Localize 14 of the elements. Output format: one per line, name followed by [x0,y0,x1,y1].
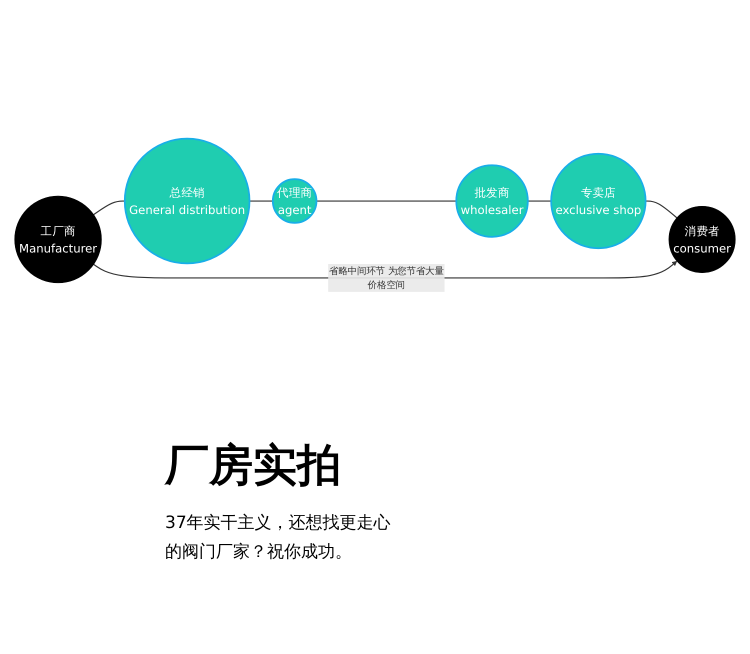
section-heading: 厂房实拍 [165,439,342,493]
connector [646,200,678,218]
node-circle: 专卖店 exclusive shop [550,152,646,249]
connector [528,200,552,202]
edge-label: 省略中间环节 为您节省大量价格空间 [328,264,444,290]
node-circle: 代理商 agent [272,178,318,224]
connector [316,200,456,202]
paragraph: 37年实干主义，还想找更走心的阀门厂家？祝你成功。 [165,512,392,564]
node-circle: 工厂商 Manufacturer [14,196,102,283]
node-circle: 总经销 General distribution [124,138,250,264]
connector [93,200,125,215]
connector [250,200,273,202]
node-circle: 批发商 wholesaler [455,164,529,238]
node-circle: 消费者 consumer [668,206,736,273]
